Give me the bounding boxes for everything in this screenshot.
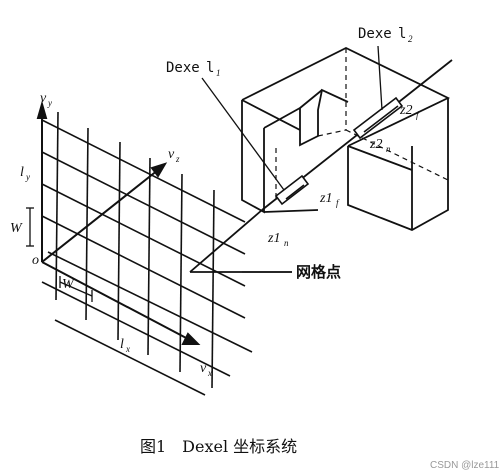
leader-lines xyxy=(201,45,383,273)
dexel2-label: Dexe xyxy=(358,26,392,42)
ly-label: l xyxy=(20,165,24,180)
watermark: CSDN @lze111 xyxy=(430,460,500,471)
origin-label: o xyxy=(32,253,39,268)
dexel1-segment xyxy=(274,174,310,206)
w-dimensions xyxy=(26,207,93,302)
vz-label: v xyxy=(168,147,175,162)
hidden-edges xyxy=(275,48,449,200)
z1n-label-sub: n xyxy=(284,238,289,248)
vx-label-sub: x xyxy=(207,368,212,378)
dexel2-label-sub: 2 xyxy=(408,34,413,44)
z2n-label: z2 xyxy=(369,137,382,152)
lx-label: l xyxy=(120,337,124,352)
dexel1-label-sub: 1 xyxy=(216,68,221,78)
grid-plane xyxy=(41,111,253,396)
axis-labels: v y v z v x l y l x W W o xyxy=(10,91,212,378)
lx-label-sub: x xyxy=(125,344,130,354)
dexel2-label-l: l xyxy=(398,26,406,42)
solid-block xyxy=(241,46,451,231)
axes xyxy=(36,100,201,345)
z2f-label-sub: f xyxy=(416,110,420,120)
z1f-label-sub: f xyxy=(336,198,340,208)
z1n-label: z1 xyxy=(267,231,280,246)
ly-label-sub: y xyxy=(25,172,30,182)
z1f-label: z1 xyxy=(319,191,332,206)
dexel1-label: Dexe xyxy=(166,60,200,76)
dexel1-label-l: l xyxy=(206,60,214,76)
w-left-label: W xyxy=(10,221,23,236)
vx-axis xyxy=(41,261,191,341)
vx-arrowhead xyxy=(181,332,201,345)
vz-arrowhead xyxy=(150,162,168,178)
w-bottom-label: W xyxy=(62,277,75,292)
grid-point-label: 网格点 xyxy=(296,263,341,281)
dexel-labels: Dexe l 1 Dexe l 2 z1 n z1 f z2 n z2 f xyxy=(166,26,420,248)
vx-label: v xyxy=(200,361,207,376)
dexel-segments xyxy=(274,96,404,206)
figure-caption: 图1 Dexel 坐标系统 xyxy=(140,437,297,456)
z2f-label: z2 xyxy=(399,103,412,118)
vy-label-sub: y xyxy=(47,98,52,108)
vz-axis xyxy=(41,169,159,263)
z2n-label-sub: n xyxy=(386,144,391,154)
vz-label-sub: z xyxy=(175,154,180,164)
vy-arrowhead xyxy=(36,100,48,119)
vy-label: v xyxy=(40,91,47,106)
